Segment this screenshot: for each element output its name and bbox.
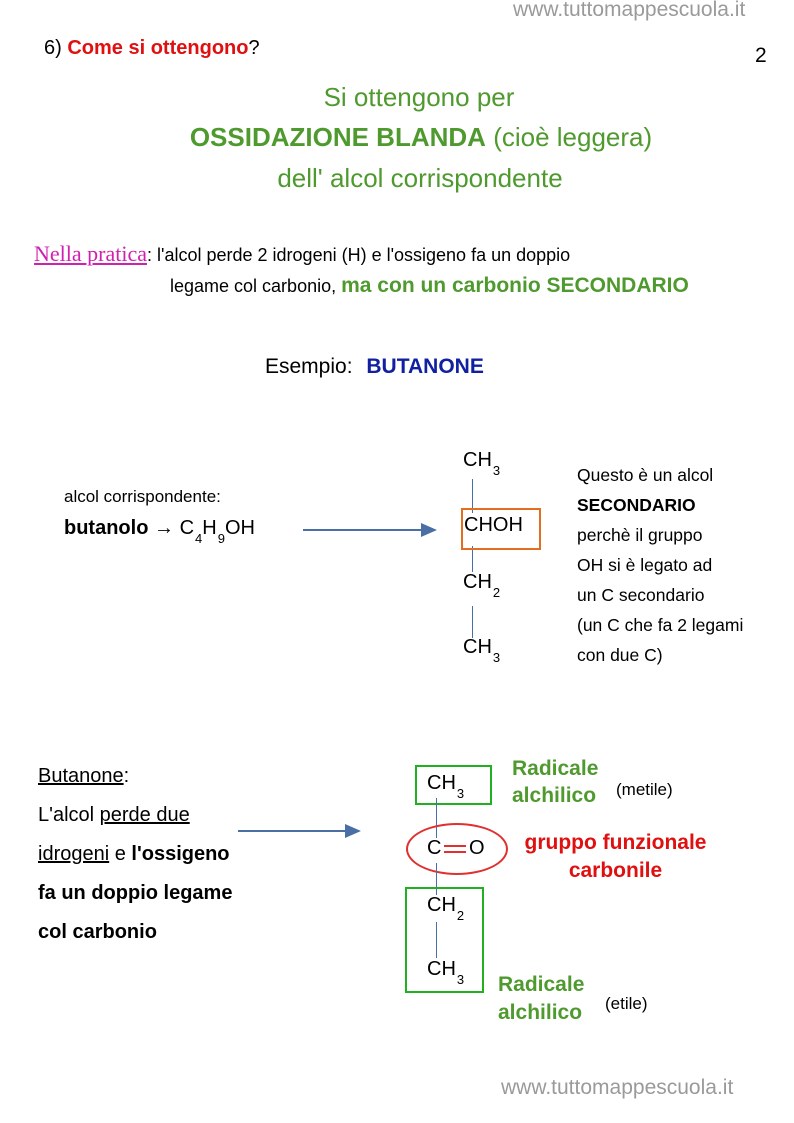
butanone-ch3-bottom: CH3 bbox=[427, 958, 464, 987]
section-question-mark: ? bbox=[248, 37, 260, 59]
alcohol-caption: alcol corrispondente: bbox=[64, 487, 221, 506]
atom-subscript: 3 bbox=[492, 650, 501, 665]
butanone-line1: L'alcol perde due bbox=[38, 796, 232, 835]
headline-line3: dell' alcol corrispondente bbox=[277, 163, 563, 193]
example-line: Esempio: BUTANONE bbox=[265, 355, 484, 379]
reaction-arrow: → bbox=[154, 517, 174, 539]
bond-line bbox=[472, 546, 473, 572]
bond-line bbox=[472, 606, 473, 638]
chain-ch3-top: CH3 bbox=[463, 449, 500, 478]
practice-text-2: legame col carbonio, bbox=[170, 276, 337, 296]
label-line: carbonile bbox=[568, 859, 663, 882]
headline-oxidation: OSSIDAZIONE BLANDA bbox=[189, 122, 486, 152]
atom-subscript: 3 bbox=[456, 972, 465, 987]
butanone-ch2: CH2 bbox=[427, 894, 464, 923]
label-line: alchilico bbox=[498, 1001, 583, 1024]
note-line: (un C che fa 2 legami bbox=[577, 615, 744, 635]
atom-label: CH bbox=[427, 894, 456, 916]
double-bond-lower bbox=[444, 851, 466, 853]
bond-line bbox=[436, 863, 437, 895]
arrow-to-butanone bbox=[238, 824, 361, 838]
atom-label: CH bbox=[463, 449, 492, 471]
label-line: gruppo funzionale bbox=[524, 831, 707, 854]
alcohol-name: butanolo bbox=[64, 517, 149, 539]
note-line: un C secondario bbox=[577, 585, 705, 605]
radical-top-box bbox=[415, 765, 492, 805]
alcohol-formula-line: butanolo → C4H9OH bbox=[64, 517, 255, 546]
chain-choh: CHOH bbox=[464, 514, 523, 536]
text-span-bold: l'ossigeno bbox=[131, 843, 230, 865]
note-line-bold: SECONDARIO bbox=[577, 495, 696, 515]
section-heading: 6) Come si ottengono? bbox=[44, 37, 260, 60]
butanone-line3: fa un doppio legame bbox=[38, 882, 233, 904]
butanone-text: Butanone: L'alcol perde due idrogeni e l… bbox=[38, 757, 232, 952]
carbonyl-o: O bbox=[469, 837, 485, 859]
atom-subscript: 3 bbox=[492, 463, 501, 478]
alcohol-note: Questo è un alcol SECONDARIO perchè il g… bbox=[577, 460, 743, 670]
atom-subscript: 3 bbox=[456, 786, 465, 801]
practice-line1: Nella pratica: l'alcol perde 2 idrogeni … bbox=[34, 241, 570, 267]
bond-line bbox=[472, 479, 473, 513]
butanone-ch3: CH3 bbox=[427, 772, 464, 801]
butanone-title-line: Butanone: bbox=[38, 757, 232, 796]
text-span-underlined: perde due bbox=[99, 804, 190, 826]
formula-subscript: 4 bbox=[195, 531, 203, 546]
headline-line2: OSSIDAZIONE BLANDA (cioè leggera) bbox=[0, 122, 794, 153]
radical-top-label: Radicale alchilico bbox=[512, 755, 598, 809]
double-bond-upper bbox=[444, 845, 466, 847]
bond-line bbox=[436, 922, 437, 958]
text-span: L'alcol bbox=[38, 804, 100, 826]
formula-atom: H bbox=[202, 517, 217, 539]
atom-label: CH bbox=[427, 772, 456, 794]
watermark-top: www.tuttomappescuola.it bbox=[513, 0, 746, 21]
radical-bottom-box bbox=[405, 887, 484, 993]
practice-colon: : bbox=[147, 245, 153, 265]
radical-bottom-note: (etile) bbox=[605, 994, 648, 1013]
headline-line1: Si ottengono per bbox=[323, 82, 515, 112]
example-label: Esempio: bbox=[265, 355, 353, 378]
alcohol-formula: C4H9OH bbox=[179, 517, 255, 546]
practice-label: Nella pratica bbox=[34, 241, 147, 266]
text-span: e bbox=[109, 843, 132, 865]
butanone-title: Butanone bbox=[38, 765, 124, 787]
formula-subscript: 9 bbox=[217, 531, 225, 546]
atom-label: CH bbox=[427, 958, 456, 980]
atom-subscript: 2 bbox=[456, 908, 465, 923]
section-question: Come si ottengono bbox=[67, 37, 249, 59]
note-line: OH si è legato ad bbox=[577, 555, 713, 575]
note-line: con due C) bbox=[577, 645, 663, 665]
page-number: 2 bbox=[755, 44, 767, 67]
practice-text-1: l'alcol perde 2 idrogeni (H) e l'ossigen… bbox=[157, 245, 571, 265]
section-number: 6) bbox=[44, 37, 62, 59]
chain-ch3-bottom: CH3 bbox=[463, 636, 500, 665]
label-line: Radicale bbox=[512, 757, 599, 780]
label-line: alchilico bbox=[512, 784, 597, 807]
butanone-line4: col carbonio bbox=[38, 921, 157, 943]
headline-oxidation-note: (cioè leggera) bbox=[493, 122, 653, 152]
carbonyl-ellipse bbox=[406, 823, 508, 875]
radical-top-note: (metile) bbox=[616, 780, 673, 799]
radical-bottom-label: Radicale alchilico bbox=[498, 971, 584, 1027]
label-line: Radicale bbox=[498, 973, 585, 996]
butanone-colon: : bbox=[123, 765, 130, 787]
practice-line2: legame col carbonio, ma con un carbonio … bbox=[170, 274, 689, 298]
formula-atom: C bbox=[179, 517, 195, 539]
note-line: perchè il gruppo bbox=[577, 525, 703, 545]
carbonyl-c: C bbox=[427, 837, 442, 859]
choh-highlight-box bbox=[461, 508, 541, 550]
functional-group-label: gruppo funzionale carbonile bbox=[512, 829, 719, 885]
text-span-underlined: idrogeni bbox=[38, 843, 110, 865]
watermark-bottom: www.tuttomappescuola.it bbox=[501, 1076, 734, 1099]
practice-highlight: ma con un carbonio SECONDARIO bbox=[341, 274, 689, 297]
formula-atom: OH bbox=[224, 517, 255, 539]
atom-subscript: 2 bbox=[492, 585, 501, 600]
note-line: Questo è un alcol bbox=[577, 465, 714, 485]
chain-ch2: CH2 bbox=[463, 571, 500, 600]
atom-label: CH bbox=[463, 636, 492, 658]
atom-label: CH bbox=[463, 571, 492, 593]
example-name: BUTANONE bbox=[366, 355, 484, 378]
arrow-to-structure bbox=[303, 523, 437, 537]
bond-line bbox=[436, 798, 437, 838]
butanone-line2: idrogeni e l'ossigeno bbox=[38, 835, 232, 874]
